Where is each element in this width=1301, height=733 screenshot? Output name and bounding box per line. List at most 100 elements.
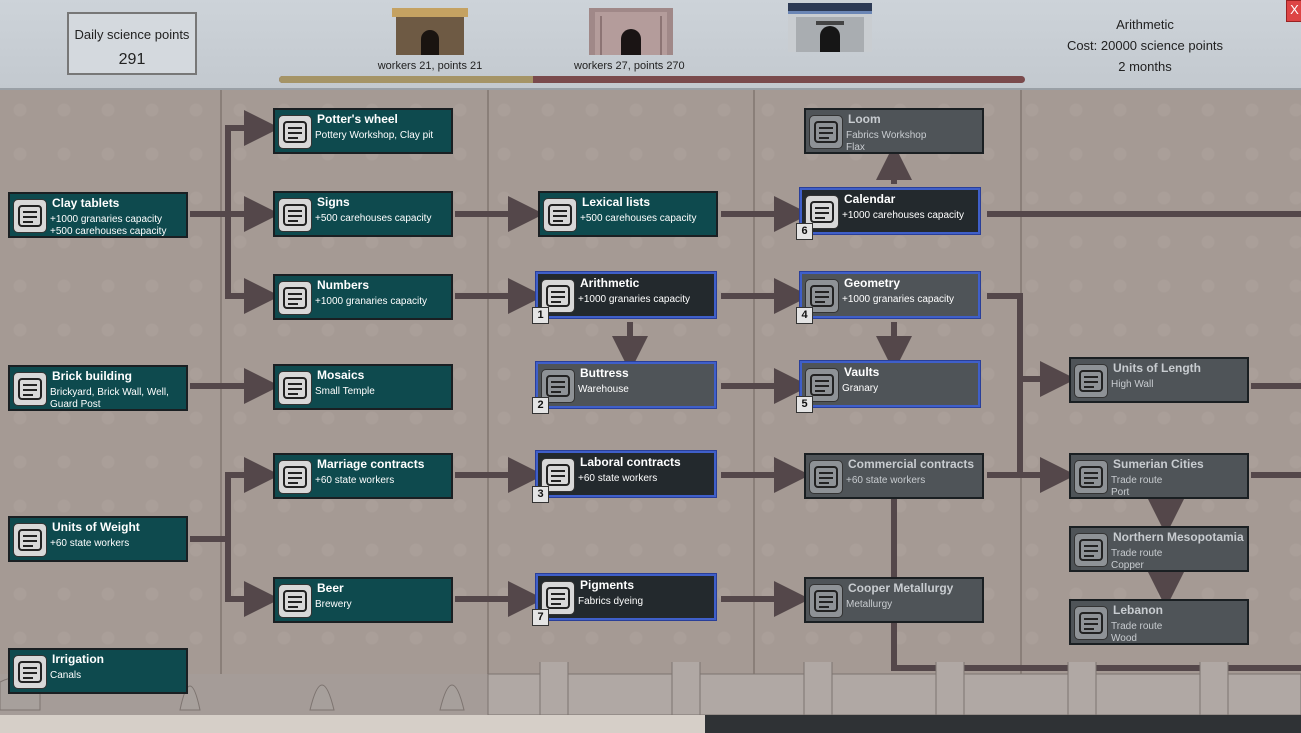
queue-order-badge: 7: [532, 609, 549, 626]
queue-order-badge: 1: [532, 307, 549, 324]
era-mud-brick[interactable]: workers 21, points 21: [375, 8, 485, 72]
contract-icon: [809, 460, 843, 494]
clay-tablet-icon: [13, 199, 47, 233]
top-bar: Daily science points 291 workers 21, poi…: [0, 0, 1301, 90]
tech-node-numbers[interactable]: Numbers +1000 granaries capacity: [273, 274, 453, 320]
tech-node-marriage[interactable]: Marriage contracts+60 state workers: [273, 453, 453, 499]
tech-effect: +500 carehouses capacity: [580, 213, 697, 224]
tech-name: Geometry: [844, 276, 901, 290]
tech-name: Loom: [848, 112, 881, 126]
tech-tree[interactable]: Clay tablets +1000 granaries capacity +500…: [0, 90, 1301, 715]
tech-name: Calendar: [844, 192, 896, 206]
tech-name: Northern Mesopotamia: [1113, 530, 1244, 544]
numbers-icon: [278, 281, 312, 315]
tech-effect: +60 state workers: [315, 475, 395, 486]
tech-effect: Granary: [842, 383, 879, 394]
geometry-icon: [805, 279, 839, 313]
tech-name: Beer: [317, 581, 344, 595]
tech-effect-extra: Wood: [1111, 633, 1137, 644]
beer-icon: [278, 584, 312, 618]
scrollbar-thumb[interactable]: [0, 715, 705, 733]
horizontal-scrollbar[interactable]: [0, 715, 1301, 733]
tech-effect: Trade route: [1111, 548, 1163, 559]
pottery-icon: [278, 115, 312, 149]
tech-node-lexical[interactable]: Lexical lists +500 carehouses capacity: [538, 191, 718, 237]
tech-effect-extra: Guard Post: [50, 399, 101, 410]
brick-house-icon: [589, 8, 673, 55]
tech-node-calendar[interactable]: Calendar +1000 carehouses capacity 6: [796, 188, 980, 240]
city-icon: [1074, 460, 1108, 494]
tech-effect: Canals: [50, 670, 82, 681]
tech-effect-extra: +500 carehouses capacity: [50, 226, 167, 237]
tech-name: Vaults: [844, 365, 880, 379]
anvil-icon: [809, 584, 843, 618]
science-points-panel: Daily science points 291: [67, 12, 197, 75]
close-button[interactable]: X: [1286, 0, 1301, 22]
tech-effect: Trade route: [1111, 621, 1163, 632]
tech-name: Buttress: [580, 366, 629, 380]
tech-effect: Metallurgy: [846, 599, 893, 610]
tech-name: Clay tablets: [52, 196, 120, 210]
tech-effect-extra: Flax: [846, 142, 865, 153]
tech-name: Sumerian Cities: [1113, 457, 1204, 471]
current-research-panel: Arithmetic Cost: 20000 science points 2 …: [1040, 14, 1250, 77]
tablet-list-icon: [543, 198, 577, 232]
tech-name: Lexical lists: [582, 195, 651, 209]
brick-icon: [13, 372, 47, 406]
column-divider: [220, 90, 222, 715]
tech-name: Units of Weight: [52, 520, 140, 534]
queue-order-badge: 2: [532, 397, 549, 414]
tech-name: Pigments: [580, 578, 635, 592]
research-progress-bar: [279, 76, 1025, 83]
tech-effect: +1000 granaries capacity: [315, 296, 428, 307]
tree-icon: [1074, 606, 1108, 640]
era-temple[interactable]: [773, 3, 883, 60]
era-caption: workers 27, points 270: [574, 60, 685, 72]
science-points-label: Daily science points: [74, 27, 190, 42]
tech-effect: Brickyard, Brick Wall, Well,: [50, 387, 169, 398]
tech-name: Irrigation: [52, 652, 105, 666]
queue-order-badge: 5: [796, 396, 813, 413]
tech-effect: +1000 carehouses capacity: [842, 210, 965, 221]
tech-node-commercial[interactable]: Commercial contracts+60 state workers: [804, 453, 984, 499]
tech-name: Commercial contracts: [848, 457, 975, 471]
city-wall-decoration: [0, 662, 1301, 715]
buttress-icon: [541, 369, 575, 403]
tech-node-signs[interactable]: Signs+500 carehouses capacity: [273, 191, 453, 237]
tech-effect: Pottery Workshop, Clay pit: [315, 130, 434, 141]
queue-order-badge: 6: [796, 223, 813, 240]
current-research-name: Arithmetic: [1116, 17, 1174, 32]
tech-node-clay[interactable]: Clay tablets+1000 granaries capacity+500…: [8, 192, 188, 238]
tech-links: [190, 110, 1301, 671]
era-brick[interactable]: workers 27, points 270: [574, 8, 685, 72]
tech-name: Numbers: [317, 278, 370, 292]
calendar-icon: [805, 195, 839, 229]
column-divider: [487, 90, 489, 715]
mosaic-icon: [278, 371, 312, 405]
current-research-cost: Cost: 20000 science points: [1066, 38, 1224, 53]
contract-icon: [541, 458, 575, 492]
tech-node-weight[interactable]: Units of Weight+60 state workers: [8, 516, 188, 562]
tech-effect: +500 carehouses capacity: [315, 213, 432, 224]
queue-order-badge: 4: [796, 307, 813, 324]
tech-effect: Brewery: [315, 599, 352, 610]
tech-name: Brick building: [52, 369, 133, 383]
tech-name: Cooper Metallurgy: [848, 581, 954, 595]
